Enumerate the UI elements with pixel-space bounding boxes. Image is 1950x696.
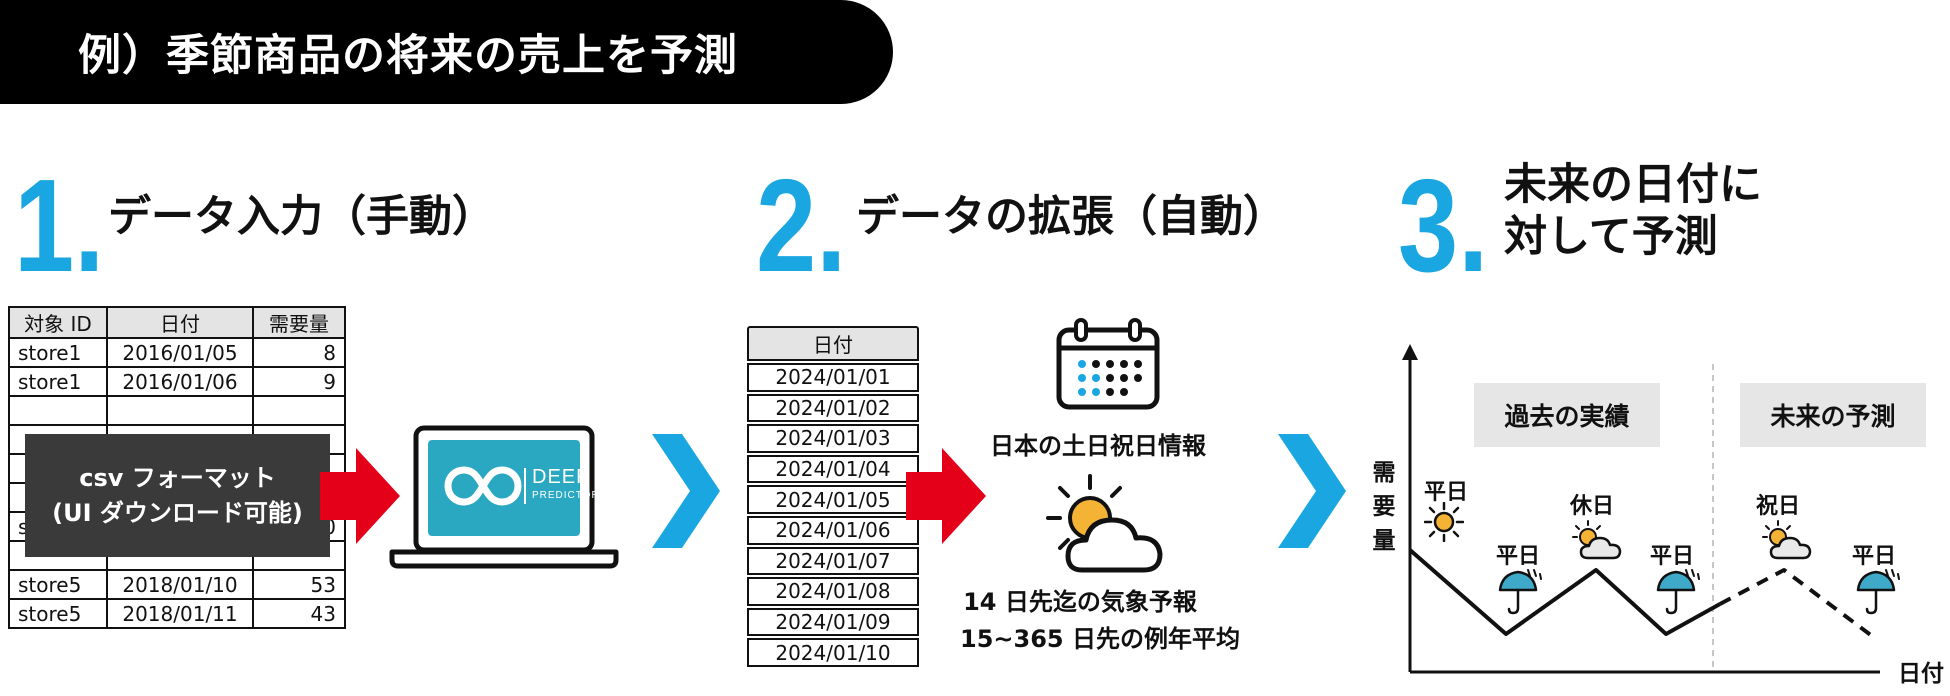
table-cell-demand (252, 395, 346, 426)
table-header-id: 対象 ID (8, 306, 108, 339)
table-cell-id (8, 395, 108, 426)
date-list-item: 2024/01/04 (747, 454, 919, 484)
chevron-right-icon (1278, 434, 1346, 548)
table-cell-date: 2018/01/11 (106, 598, 254, 629)
date-list-item: 2024/01/03 (747, 424, 919, 453)
day-label: 休日 (1570, 494, 1615, 519)
day-label: 平日 (1424, 480, 1469, 505)
step1-number: 1. (14, 152, 105, 299)
umbrella-icon (1656, 569, 1700, 615)
step1-title: データ入力（手動） (108, 192, 495, 242)
table-cell-date (106, 395, 254, 426)
table-row (8, 395, 346, 426)
csv-format-label: csv フォーマット (79, 463, 276, 492)
step2-title: データの拡張（自動） (856, 192, 1286, 242)
x-axis-label: 日付 (1898, 661, 1944, 687)
red-arrow-icon (320, 448, 400, 544)
date-list-item: 2024/01/06 (747, 515, 919, 545)
day-label: 平日 (1852, 544, 1897, 569)
step3-title: 未来の日付に 対して予測 (1504, 160, 1762, 263)
date-list-header: 日付 (747, 326, 919, 361)
table-cell-demand: 53 (252, 569, 346, 600)
chevron-right-icon (652, 434, 720, 548)
date-list-item: 2024/01/09 (747, 607, 919, 637)
partly-cloudy-icon (1572, 520, 1622, 560)
step3-title-line1: 未来の日付に (1504, 160, 1762, 210)
day-label: 祝日 (1756, 494, 1801, 519)
step2-number: 2. (756, 152, 847, 299)
demand-forecast-chart (1402, 344, 1880, 674)
step3-title-line2: 対して予測 (1504, 211, 1718, 262)
umbrella-icon (1856, 569, 1900, 615)
red-arrow-icon (906, 448, 986, 544)
date-list-item: 2024/01/05 (747, 485, 919, 514)
table-header-date: 日付 (106, 306, 254, 339)
sun-icon (1424, 502, 1464, 542)
day-label: 平日 (1496, 544, 1541, 569)
table-cell-demand: 43 (252, 598, 346, 629)
date-list-item: 2024/01/07 (747, 546, 919, 576)
date-list-item: 2024/01/02 (747, 393, 919, 423)
weather-forecast-line: 14 日先迄の気象予報 (963, 588, 1197, 616)
date-list-item: 2024/01/08 (747, 577, 919, 606)
weather-info-label: 14 日先迄の気象予報 15~365 日先の例年平均 (960, 584, 1240, 658)
table-cell-date: 2016/01/06 (106, 366, 254, 397)
table-cell-demand: 9 (252, 366, 346, 397)
date-list-item: 2024/01/10 (747, 638, 919, 667)
table-cell-date: 2018/01/10 (106, 569, 254, 600)
y-axis-char: 需 (1372, 460, 1396, 486)
step3-number: 3. (1398, 152, 1489, 299)
future-forecast-label: 未来の予測 (1740, 383, 1926, 447)
csv-format-box: csv フォーマット (UI ダウンロード可能) (25, 434, 330, 557)
table-cell-id: store5 (8, 598, 108, 629)
y-axis-label: 需 要 量 (1370, 456, 1398, 558)
table-cell-date: 2016/01/05 (106, 337, 254, 368)
umbrella-icon (1498, 569, 1542, 615)
weather-average-line: 15~365 日先の例年平均 (960, 625, 1240, 653)
table-cell-demand: 8 (252, 337, 346, 368)
past-results-label: 過去の実績 (1474, 383, 1660, 447)
table-cell-id: store1 (8, 337, 108, 368)
table-cell-id: store5 (8, 569, 108, 600)
partly-cloudy-icon (1762, 520, 1812, 560)
date-list-item: 2024/01/01 (747, 363, 919, 392)
table-cell-id: store1 (8, 366, 108, 397)
day-label: 平日 (1650, 544, 1695, 569)
y-axis-char: 量 (1372, 528, 1396, 554)
laptop-icon (389, 425, 619, 569)
logo-text-deep: DEEP (532, 466, 591, 488)
logo-text-predictor: PREDICTOR (532, 490, 600, 501)
calendar-icon (1056, 318, 1160, 410)
page-title: 例）季節商品の将来の売上を予測 (0, 0, 893, 104)
csv-download-label: (UI ダウンロード可能) (52, 498, 303, 527)
partly-cloudy-icon (1046, 474, 1163, 573)
table-header-demand: 需要量 (252, 306, 346, 339)
y-axis-char: 要 (1372, 494, 1396, 520)
holiday-info-label: 日本の土日祝日情報 (990, 432, 1206, 460)
